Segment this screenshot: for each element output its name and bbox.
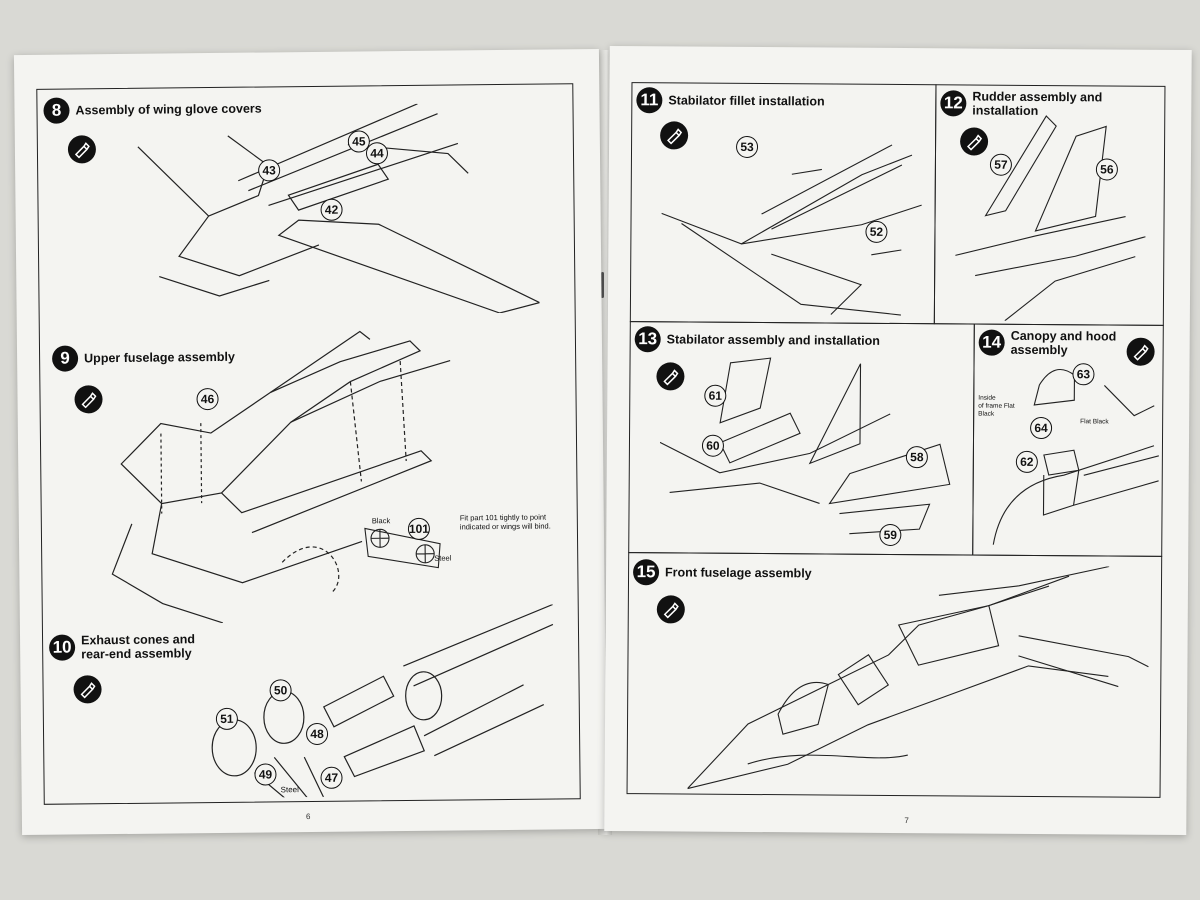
- glue-tube-icon: [656, 362, 685, 391]
- instruction-page-right: 11 Stabilator fillet installation 53 52: [604, 45, 1192, 836]
- part-number-47: 47: [320, 766, 343, 789]
- inside-note-line3: Black: [978, 410, 995, 418]
- color-note-steel-exhaust: Steel: [280, 785, 299, 795]
- step-title-line1: Exhaust cones and: [80, 632, 196, 648]
- step-number: 8: [43, 97, 70, 124]
- panel-step-13: 13 Stabilator assembly and installation …: [628, 321, 975, 556]
- step-number: 13: [634, 326, 661, 353]
- stabilator-fillet-drawing: [661, 133, 932, 320]
- panel-step-15: 15 Front fuselage assembly: [626, 552, 1163, 798]
- fit-note-line2: indicated or wings will bind.: [459, 521, 551, 532]
- color-note-black: Black: [371, 516, 391, 526]
- panel-step-14: 14 Canopy and hood assembly 63 6: [972, 323, 1164, 557]
- step-title: Canopy and hood assembly: [1011, 329, 1117, 358]
- page-number-left: 6: [305, 812, 311, 822]
- part-number-51: 51: [215, 707, 239, 731]
- part-number-42: 42: [320, 198, 343, 221]
- part-number-61: 61: [704, 384, 727, 407]
- part-number-52: 52: [865, 220, 888, 243]
- flat-black-note: Flat Black: [1080, 418, 1109, 426]
- part-number-46: 46: [196, 387, 219, 411]
- step-number: 14: [978, 329, 1005, 356]
- exhaust-cones-drawing: [193, 604, 565, 799]
- inside-note-line1: Inside: [978, 394, 996, 402]
- step-title: Stabilator fillet installation: [668, 93, 825, 109]
- glue-tube-icon: [959, 127, 989, 156]
- step-title-line1: Rudder assembly and: [972, 89, 1103, 105]
- part-number-63: 63: [1072, 363, 1095, 386]
- step-number: 10: [49, 634, 76, 661]
- step-10-header: 10 Exhaust cones and rear-end assembly: [49, 632, 195, 662]
- step-title: Stabilator assembly and installation: [666, 332, 881, 348]
- part-number-62: 62: [1015, 450, 1038, 473]
- inside-frame-note: Inside of frame Flat Black: [978, 395, 1015, 419]
- page-number-right: 7: [904, 816, 909, 826]
- step-title-line1: Canopy and hood: [1010, 328, 1117, 344]
- panel-step-12: 12 Rudder assembly and installation 57 5…: [933, 84, 1166, 326]
- front-fuselage-drawing: [687, 564, 1160, 795]
- part-number-44: 44: [365, 142, 389, 165]
- part-number-58: 58: [905, 446, 928, 469]
- step-11-header: 11 Stabilator fillet installation: [636, 87, 825, 114]
- upper-fuselage-drawing: [100, 320, 463, 624]
- part-number-64: 64: [1030, 416, 1053, 440]
- step-number: 11: [636, 87, 663, 114]
- part-number-50: 50: [269, 679, 292, 702]
- canopy-drawing: [983, 355, 1160, 551]
- part-number-56: 56: [1095, 158, 1118, 181]
- glue-tube-icon: [74, 385, 103, 414]
- step-13-header: 13 Stabilator assembly and installation: [634, 326, 881, 354]
- inside-note-line2: of frame Flat: [978, 402, 1015, 410]
- panel-step-11: 11 Stabilator fillet installation 53 52: [629, 82, 937, 325]
- part-number-101: 101: [407, 517, 431, 540]
- glue-tube-icon: [73, 675, 102, 704]
- glue-tube-icon: [660, 121, 689, 150]
- step-title-line2: rear-end assembly: [81, 646, 192, 662]
- part-number-59: 59: [879, 523, 902, 547]
- part-number-48: 48: [305, 722, 329, 746]
- glue-tube-icon: [67, 135, 97, 164]
- staple-top: [601, 272, 604, 298]
- color-note-steel: Steel: [434, 553, 452, 563]
- glue-tube-icon: [1126, 337, 1155, 366]
- part-number-49: 49: [254, 763, 277, 786]
- part-number-43: 43: [258, 159, 281, 182]
- left-frame: 8 Assembly of wing glove covers 43 45 44: [36, 83, 581, 805]
- part-number-53: 53: [735, 135, 759, 159]
- step-number: 9: [51, 345, 79, 372]
- instruction-page-left: 8 Assembly of wing glove covers 43 45 44: [13, 48, 608, 836]
- rudder-drawing: [955, 105, 1156, 322]
- part-number-60: 60: [701, 434, 725, 457]
- step-14-header: 14 Canopy and hood assembly: [978, 329, 1117, 358]
- glue-tube-icon: [656, 595, 685, 624]
- fit-instruction-note: Fit part 101 tightly to point indicated …: [459, 512, 551, 532]
- part-number-57: 57: [989, 153, 1013, 176]
- step-number: 15: [632, 559, 660, 586]
- step-title: Exhaust cones and rear-end assembly: [81, 632, 195, 661]
